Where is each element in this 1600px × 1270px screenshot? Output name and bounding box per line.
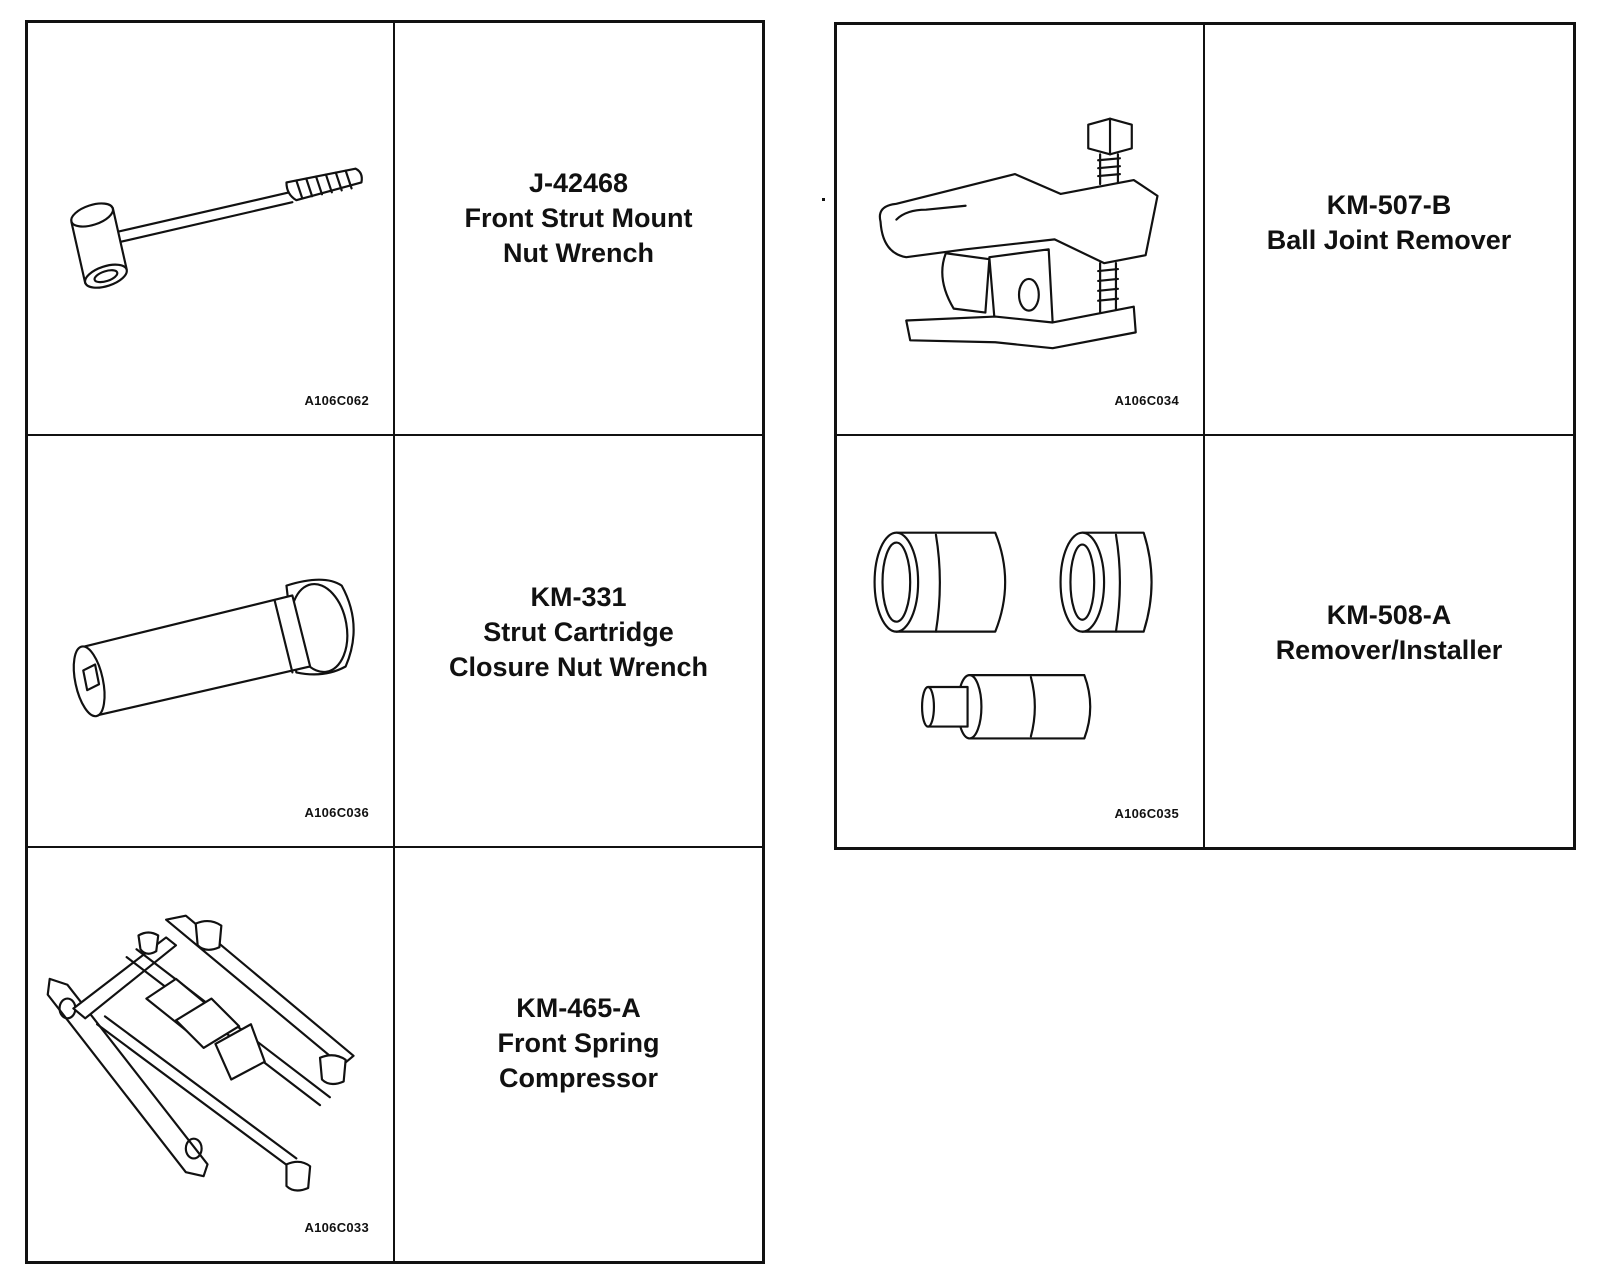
- figure-code: A106C062: [304, 392, 369, 408]
- tool-number: KM-508-A: [1326, 600, 1452, 630]
- figure-code: A106C036: [304, 805, 369, 821]
- tool-label-km-465-a: KM-465-A Front Spring Compressor: [395, 991, 762, 1096]
- figure-code: A106C034: [1114, 393, 1179, 408]
- special-tools-table-left: A106C062 J-42468 Front Strut Mount Nut W…: [25, 20, 765, 1264]
- tool-name-cell: KM-507-B Ball Joint Remover: [1205, 25, 1573, 436]
- tool-illustration-cell: A106C034: [837, 25, 1205, 436]
- tool-label-j-42468: J-42468 Front Strut Mount Nut Wrench: [395, 166, 762, 271]
- tool-description-line: Strut Cartridge: [483, 616, 674, 647]
- tool-illustration-cell: A106C033: [28, 848, 395, 1261]
- tool-number: KM-331: [530, 581, 627, 612]
- cartridge-closure-nut-wrench-icon: [72, 578, 355, 717]
- tool-label-km-507-b: KM-507-B Ball Joint Remover: [1205, 188, 1573, 258]
- remover-installer-set-icon: [873, 531, 1153, 740]
- tool-name-cell: KM-508-A Remover/Installer: [1205, 436, 1573, 847]
- tool-illustration-cell: A106C062: [28, 23, 395, 436]
- tool-name-cell: J-42468 Front Strut Mount Nut Wrench: [395, 23, 762, 436]
- tool-illustration-cell: A106C036: [28, 435, 395, 849]
- tool-number: J-42468: [528, 168, 629, 198]
- spring-compressor-icon: [46, 914, 355, 1192]
- tool-label-km-331: KM-331 Strut Cartridge Closure Nut Wrenc…: [395, 580, 762, 685]
- tool-label-km-508-a: KM-508-A Remover/Installer: [1205, 598, 1573, 668]
- tool-name-cell: KM-465-A Front Spring Compressor: [395, 848, 762, 1261]
- tool-illustration-cell: A106C035: [837, 436, 1205, 847]
- tool-description-line: Closure Nut Wrench: [448, 651, 709, 682]
- figure-code: A106C033: [304, 1219, 369, 1235]
- tool-number: KM-465-A: [516, 993, 641, 1024]
- tool-name-cell: KM-331 Strut Cartridge Closure Nut Wrenc…: [395, 436, 762, 849]
- tool-description-line: Front Strut Mount: [464, 203, 693, 233]
- tool-description-line: Nut Wrench: [502, 238, 654, 268]
- special-tools-table-right: A106C034 KM-507-B Ball Joint Remover: [834, 22, 1576, 850]
- tool-description-line: Ball Joint Remover: [1266, 225, 1512, 255]
- tool-description-line: Front Spring: [497, 1028, 660, 1059]
- tool-description-line: Remover/Installer: [1275, 635, 1503, 665]
- tool-number: KM-507-B: [1326, 190, 1452, 220]
- strut-mount-nut-wrench-icon: [70, 167, 363, 289]
- stray-mark: [822, 198, 825, 201]
- ball-joint-remover-icon: [878, 117, 1159, 350]
- tool-description-line: Compressor: [498, 1063, 659, 1094]
- figure-code: A106C035: [1114, 806, 1179, 821]
